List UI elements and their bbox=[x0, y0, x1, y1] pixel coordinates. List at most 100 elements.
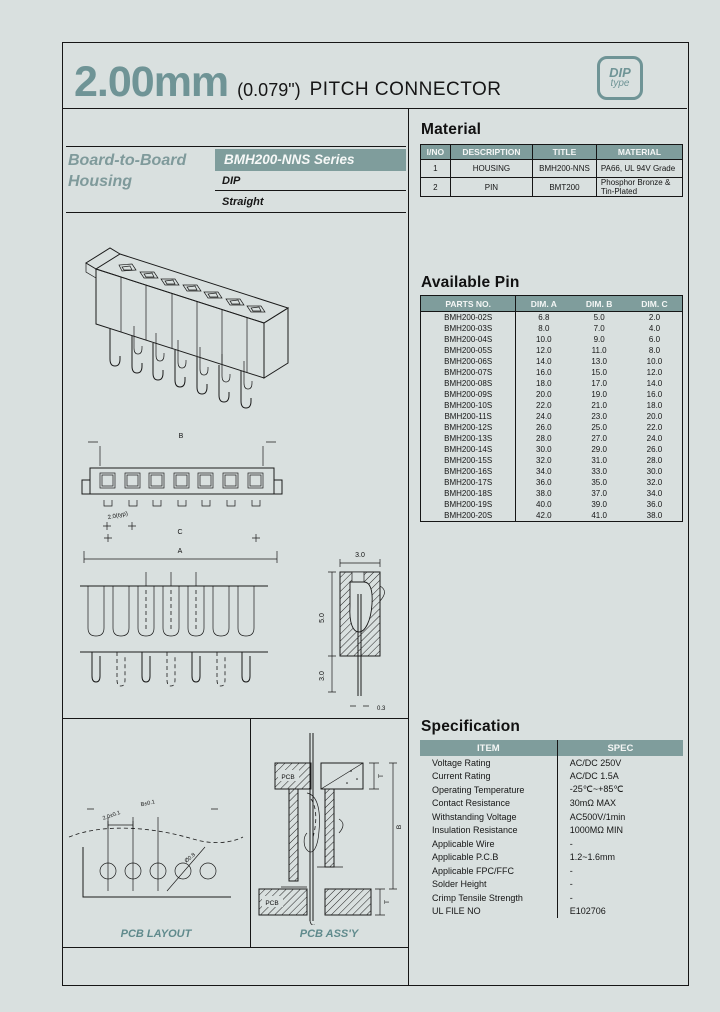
table-cell: UL FILE NO bbox=[420, 904, 558, 918]
table-cell: BMH200-09S bbox=[420, 389, 517, 400]
table-cell: 29.0 bbox=[591, 445, 607, 454]
table-cell: 15.0 bbox=[591, 368, 607, 377]
table-cell: 13.0 bbox=[591, 357, 607, 366]
table-row: Applicable FPC/FFC- bbox=[420, 864, 683, 878]
column-header: PARTS NO. bbox=[420, 295, 517, 312]
table-row: UL FILE NO E102706 bbox=[420, 904, 683, 918]
table-cell: 26.0 bbox=[536, 423, 552, 432]
table-cell: 30mΩ MAX bbox=[569, 798, 616, 809]
pcb-assy-caption: PCB ASS'Y bbox=[299, 928, 359, 940]
dim-label-lower-height: 3.0 bbox=[319, 671, 326, 681]
table-cell: 6.8 bbox=[538, 313, 550, 322]
table-cell: 8.0 bbox=[648, 346, 661, 355]
table-cell: - bbox=[569, 865, 573, 876]
table-cell: 16.0 bbox=[646, 390, 663, 399]
table-cell: PA66, UL 94V Grade bbox=[595, 159, 684, 178]
table-cell: BMH200-08S bbox=[420, 378, 517, 389]
table-cell: Applicable P.C.B bbox=[420, 850, 558, 864]
table-cell: BMH200-04S bbox=[420, 334, 517, 345]
table-cell: Solder Height bbox=[420, 877, 558, 891]
title-pitch-inch: (0.079") bbox=[237, 80, 301, 100]
table-cell: 24.0 bbox=[536, 412, 552, 421]
table-cell: AC/DC 250V bbox=[569, 757, 622, 768]
table-cell: BMH200-12S bbox=[420, 422, 517, 433]
product-type-line2: Housing bbox=[68, 173, 132, 190]
table-cell: BMH200-10S bbox=[420, 400, 517, 411]
table-cell: Crimp Tensile Strength bbox=[420, 891, 558, 905]
table-cell: BMH200-05S bbox=[420, 345, 517, 356]
table-cell: HOUSING bbox=[449, 159, 534, 178]
table-cell: 30.0 bbox=[646, 467, 663, 476]
dim-label-hole-dia: Ø0.8 bbox=[184, 852, 197, 864]
material-heading: Material bbox=[421, 121, 482, 138]
table-cell: - bbox=[569, 879, 573, 890]
table-cell: 16.0 bbox=[536, 368, 552, 377]
column-header: ITEM bbox=[420, 740, 558, 756]
table-cell: Applicable FPC/FFC bbox=[420, 864, 558, 878]
table-cell: 9.0 bbox=[593, 335, 605, 344]
dim-label-assy-height: B bbox=[396, 825, 403, 829]
table-cell: 18.0 bbox=[536, 379, 552, 388]
dim-label-c: C bbox=[177, 529, 182, 536]
table-cell: 39.0 bbox=[591, 500, 607, 509]
pcb-top-label: PCB bbox=[281, 774, 294, 781]
product-type-line1: Board-to-Board bbox=[68, 152, 187, 169]
mount-type-label: DIP bbox=[222, 175, 241, 187]
page-frame bbox=[62, 42, 689, 986]
table-cell: 26.0 bbox=[646, 445, 663, 454]
column-divider bbox=[408, 108, 410, 985]
table-cell: 5.0 bbox=[593, 313, 605, 322]
dim-label-hole-pitch: 2.0±0.1 bbox=[102, 810, 121, 822]
table-cell: Applicable Wire bbox=[420, 837, 558, 851]
table-cell: 20.0 bbox=[646, 412, 663, 421]
dip-badge-text: DIP bbox=[609, 65, 631, 80]
table-cell: BMH200-03S bbox=[420, 323, 517, 334]
table-cell: 38.0 bbox=[646, 511, 663, 520]
table-cell: 34.0 bbox=[646, 489, 663, 498]
table-cell: Current Rating bbox=[420, 769, 558, 783]
column-header: MATERIAL bbox=[595, 144, 684, 160]
table-cell: BMH200-13S bbox=[420, 433, 517, 444]
table-cell: 22.0 bbox=[646, 423, 663, 432]
table-cell: BMH200-19S bbox=[420, 499, 517, 510]
series-name-banner: BMH200-NNS Series bbox=[215, 149, 406, 171]
panel-bottom-rule bbox=[62, 947, 408, 949]
dim-label-side-width: 3.0 bbox=[355, 552, 365, 559]
table-cell: 31.0 bbox=[591, 456, 607, 465]
table-cell: 12.0 bbox=[536, 346, 552, 355]
table-row: Solder Height- bbox=[420, 877, 683, 891]
dim-label-a: A bbox=[178, 548, 183, 555]
dim-label-pitch: 2.0(typ) bbox=[107, 511, 128, 521]
dim-label-board-t-top: T bbox=[378, 774, 385, 778]
table-cell: BMH200-07S bbox=[420, 367, 517, 378]
header-divider bbox=[62, 108, 687, 110]
info-top-rule bbox=[66, 146, 406, 148]
table-cell: 23.0 bbox=[591, 412, 607, 421]
table-cell: E102706 bbox=[569, 906, 606, 917]
table-cell: -25℃~+85℃ bbox=[569, 784, 624, 795]
table-cell: 7.0 bbox=[593, 324, 605, 333]
table-cell: 41.0 bbox=[591, 511, 607, 520]
table-cell: 34.0 bbox=[536, 467, 552, 476]
table-cell: 42.0 bbox=[536, 511, 552, 520]
table-cell: 19.0 bbox=[591, 390, 607, 399]
